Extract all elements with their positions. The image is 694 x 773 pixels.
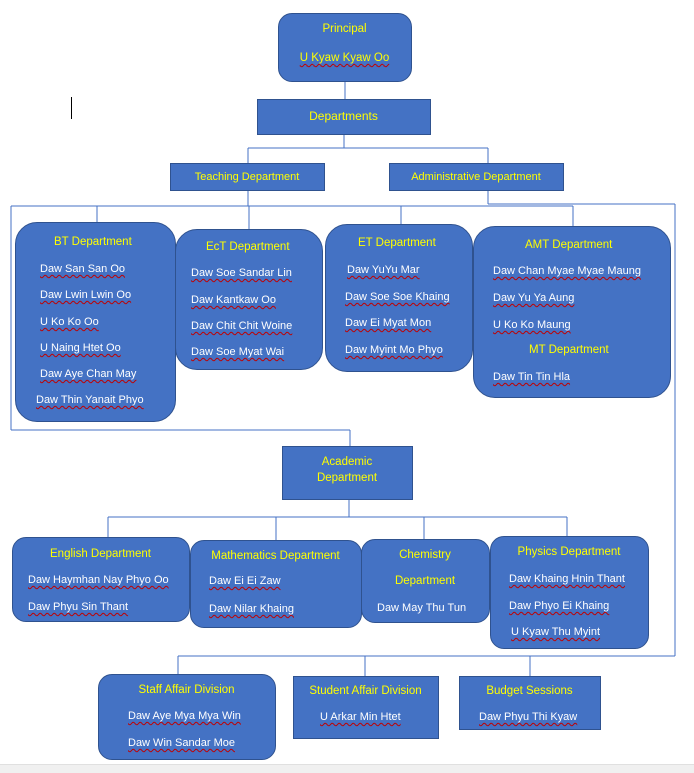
administrative-department-title: Administrative Department (411, 171, 541, 183)
teaching-department-title: Teaching Department (194, 171, 300, 183)
staff-affair-member: Daw Win Sandar Moe (128, 737, 235, 749)
administrative-department-box[interactable]: Administrative Department (389, 163, 564, 191)
student-affair-title: Student Affair Division (309, 685, 422, 697)
et-department-title: ET Department (358, 237, 436, 249)
budget-sessions-title: Budget Sessions (486, 685, 573, 697)
chemistry-title-line2: Department (394, 575, 456, 587)
mathematics-member: Daw Ei Ei Zaw (209, 575, 281, 587)
staff-affair-member: Daw Aye Mya Mya Win (128, 710, 241, 722)
mathematics-department-box[interactable]: Mathematics Department Daw Ei Ei Zaw Daw… (190, 540, 362, 628)
bt-member: Daw San San Oo (40, 263, 125, 275)
staff-affair-division-box[interactable]: Staff Affair Division Daw Aye Mya Mya Wi… (98, 674, 276, 760)
english-member: Daw Phyu Sin Thant (28, 601, 129, 613)
physics-member: U Kyaw Thu Myint (511, 626, 601, 638)
staff-affair-title: Staff Affair Division (138, 684, 235, 696)
text-cursor (71, 97, 72, 119)
english-member: Daw Haymhan Nay Phyo Oo (28, 574, 169, 586)
et-department-box[interactable]: ET Department Daw YuYu Mar Daw Soe Soe K… (325, 224, 473, 372)
chemistry-member: Daw May Thu Tun (377, 602, 467, 614)
budget-sessions-member: Daw Phyu Thi Kyaw (479, 711, 578, 723)
ect-member: Daw Soe Sandar Lin (191, 267, 292, 279)
mt-department-title: MT Department (529, 344, 609, 356)
budget-sessions-box[interactable]: Budget Sessions Daw Phyu Thi Kyaw (459, 676, 601, 730)
mt-member: Daw Tin Tin Hla (493, 371, 571, 383)
bt-member: U Ko Ko Oo (40, 316, 99, 328)
student-affair-division-box[interactable]: Student Affair Division U Arkar Min Htet (293, 676, 439, 739)
et-member: Daw Soe Soe Khaing (345, 291, 450, 303)
amt-member: U Ko Ko Maung (493, 319, 571, 331)
bt-member: Daw Lwin Lwin Oo (40, 289, 132, 301)
ect-department-box[interactable]: EcT Department Daw Soe Sandar Lin Daw Ka… (175, 229, 323, 370)
departments-title: Departments (309, 109, 378, 123)
mathematics-member: Daw Nilar Khaing (209, 603, 294, 615)
english-department-box[interactable]: English Department Daw Haymhan Nay Phyo … (12, 537, 190, 622)
english-department-title: English Department (50, 548, 151, 560)
chemistry-department-box[interactable]: Chemistry Department Daw May Thu Tun (361, 539, 490, 623)
teaching-department-box[interactable]: Teaching Department (170, 163, 325, 191)
academic-department-box[interactable]: Academic Department (282, 446, 413, 500)
amt-department-box[interactable]: AMT Department Daw Chan Myae Myae Maung … (473, 226, 671, 398)
et-member: Daw YuYu Mar (347, 264, 420, 276)
et-member: Daw Ei Myat Mon (345, 317, 432, 329)
bt-department-title: BT Department (54, 236, 132, 248)
principal-title: Principal (322, 23, 367, 35)
ect-member: Daw Soe Myat Wai (191, 346, 285, 358)
physics-member: Daw Phyo Ei Khaing (509, 600, 610, 612)
bt-member: Daw Thin Yanait Phyo (36, 394, 144, 406)
academic-title-line1: Academic (321, 456, 373, 468)
amt-department-title: AMT Department (525, 239, 613, 251)
amt-member: Daw Chan Myae Myae Maung (493, 265, 641, 277)
ect-member: Daw Chit Chit Woine (191, 320, 293, 332)
bt-department-box[interactable]: BT Department Daw San San Oo Daw Lwin Lw… (15, 222, 176, 422)
mathematics-department-title: Mathematics Department (211, 550, 340, 562)
academic-title-line2: Department (316, 472, 378, 484)
physics-department-box[interactable]: Physics Department Daw Khaing Hnin Thant… (490, 536, 649, 649)
principal-name: U Kyaw Kyaw Oo (299, 52, 390, 64)
bt-member: Daw Aye Chan May (40, 368, 137, 380)
physics-department-title: Physics Department (517, 546, 621, 558)
document-bottom-edge (0, 764, 694, 773)
chemistry-title-line1: Chemistry (399, 549, 451, 561)
bt-member: U Naing Htet Oo (40, 342, 121, 354)
principal-box[interactable]: Principal U Kyaw Kyaw Oo (278, 13, 412, 82)
ect-member: Daw Kantkaw Oo (191, 294, 276, 306)
departments-box[interactable]: Departments (257, 99, 431, 135)
et-member: Daw Myint Mo Phyo (345, 344, 443, 356)
student-affair-member: U Arkar Min Htet (320, 711, 401, 723)
amt-member: Daw Yu Ya Aung (493, 292, 575, 304)
physics-member: Daw Khaing Hnin Thant (509, 573, 625, 585)
ect-department-title: EcT Department (206, 241, 290, 253)
